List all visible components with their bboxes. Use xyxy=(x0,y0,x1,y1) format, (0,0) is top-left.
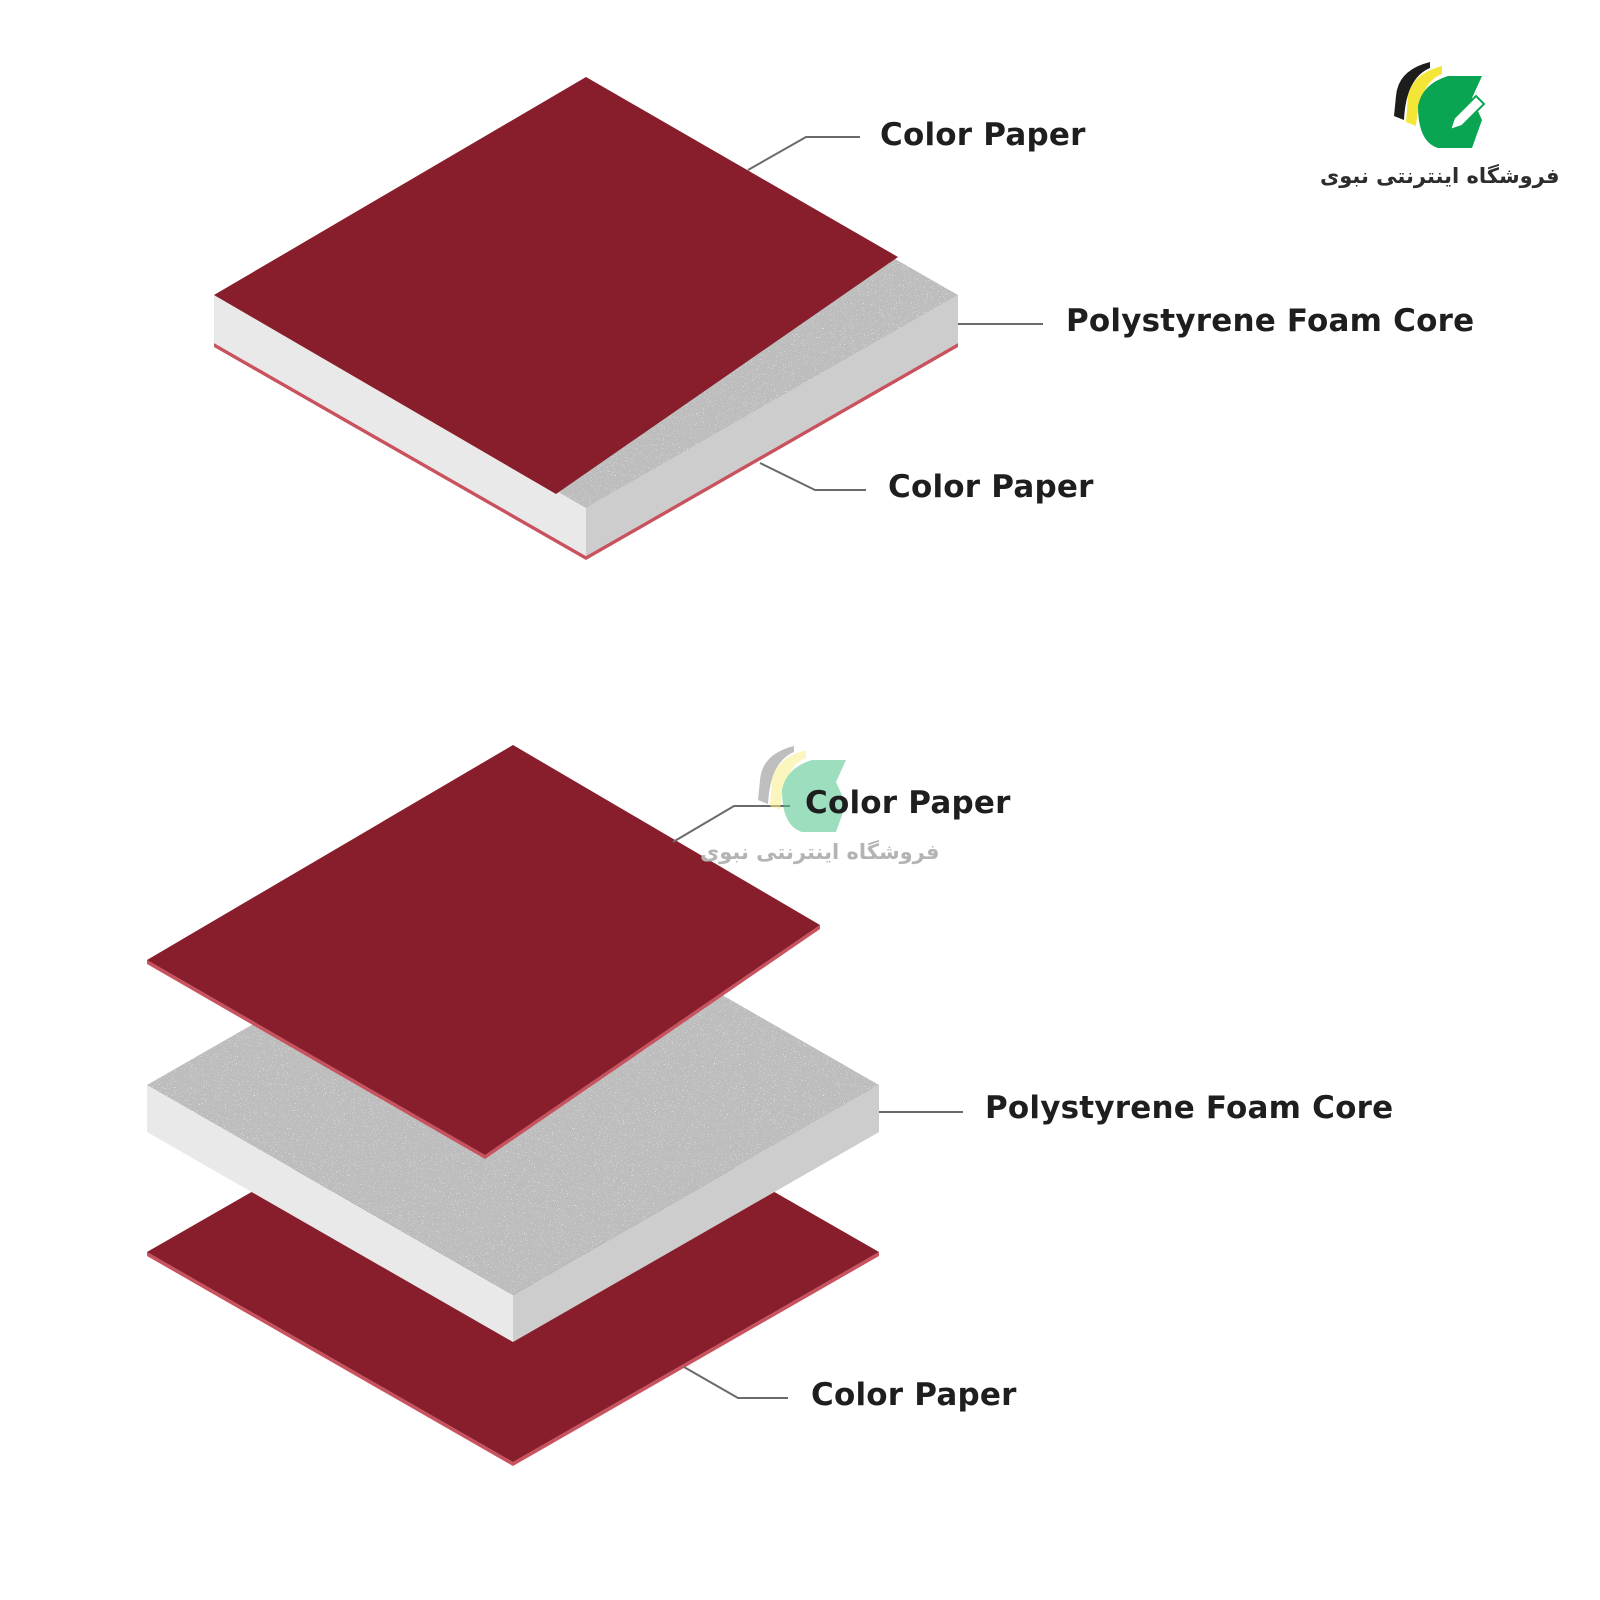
store-logo-text: فروشگاه اینترنتی نبوی xyxy=(1320,164,1560,188)
assembled-board xyxy=(214,77,958,560)
logo-yellow-page xyxy=(1406,66,1442,126)
assembled-top-paper xyxy=(214,77,898,494)
exploded-foam-side-left xyxy=(147,1085,513,1342)
assembled-foam-side-left xyxy=(214,295,586,556)
watermark-text: فروشگاه اینترنتی نبوی xyxy=(700,840,940,864)
label-exploded-bottom-paper: Color Paper xyxy=(811,1377,1017,1413)
exploded-top-paper xyxy=(147,745,820,1155)
logo-black-page xyxy=(1394,62,1430,120)
leader-line-top-paper xyxy=(747,136,860,171)
label-assembled-foam-core: Polystyrene Foam Core xyxy=(1066,303,1475,339)
logo-green-page xyxy=(1418,76,1482,148)
leader-line-exploded-top-paper xyxy=(672,805,790,843)
label-exploded-foam-core: Polystyrene Foam Core xyxy=(985,1090,1394,1126)
exploded-foam-side-right xyxy=(513,1085,879,1342)
label-assembled-bottom-paper: Color Paper xyxy=(888,469,1094,505)
label-assembled-top-paper: Color Paper xyxy=(880,117,1086,153)
watermark-logo-icon xyxy=(758,746,846,832)
store-logo-icon xyxy=(1394,62,1486,148)
assembled-leader-lines xyxy=(747,136,1043,491)
leader-line-exploded-bottom-paper xyxy=(683,1366,788,1399)
exploded-board xyxy=(147,745,879,1466)
watermark-yellow-page xyxy=(770,750,806,810)
label-exploded-top-paper: Color Paper xyxy=(805,785,1011,821)
assembled-foam-side-right xyxy=(586,295,958,556)
logo-pencil-icon xyxy=(1448,94,1486,132)
watermark-green-page xyxy=(782,760,846,832)
leader-line-bottom-paper xyxy=(759,462,866,491)
watermark-black-page xyxy=(758,746,794,804)
